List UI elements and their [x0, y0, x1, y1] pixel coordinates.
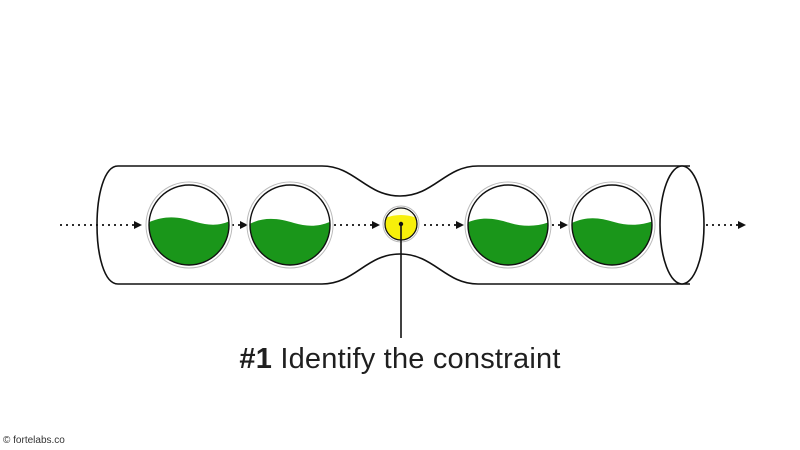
bubble-4 — [568, 181, 656, 269]
pipe — [96, 165, 705, 285]
pipe-opening — [659, 165, 705, 285]
caption: #1 Identify the constraint — [0, 343, 800, 376]
caption-text: Identify the constraint — [280, 343, 561, 375]
bubble-4-liquid — [572, 218, 652, 265]
caption-number: #1 — [239, 343, 273, 375]
bubble-3-liquid — [468, 218, 548, 265]
credit-text: © fortelabs.co — [3, 435, 65, 446]
bubble-3 — [464, 181, 552, 269]
bubble-2-liquid — [250, 218, 330, 265]
bubble-2 — [246, 181, 334, 269]
pipe-outline-bottom — [118, 253, 690, 285]
pipe-outline-top — [118, 165, 690, 197]
bubble-1 — [145, 181, 233, 269]
bubble-1-liquid — [149, 217, 229, 265]
